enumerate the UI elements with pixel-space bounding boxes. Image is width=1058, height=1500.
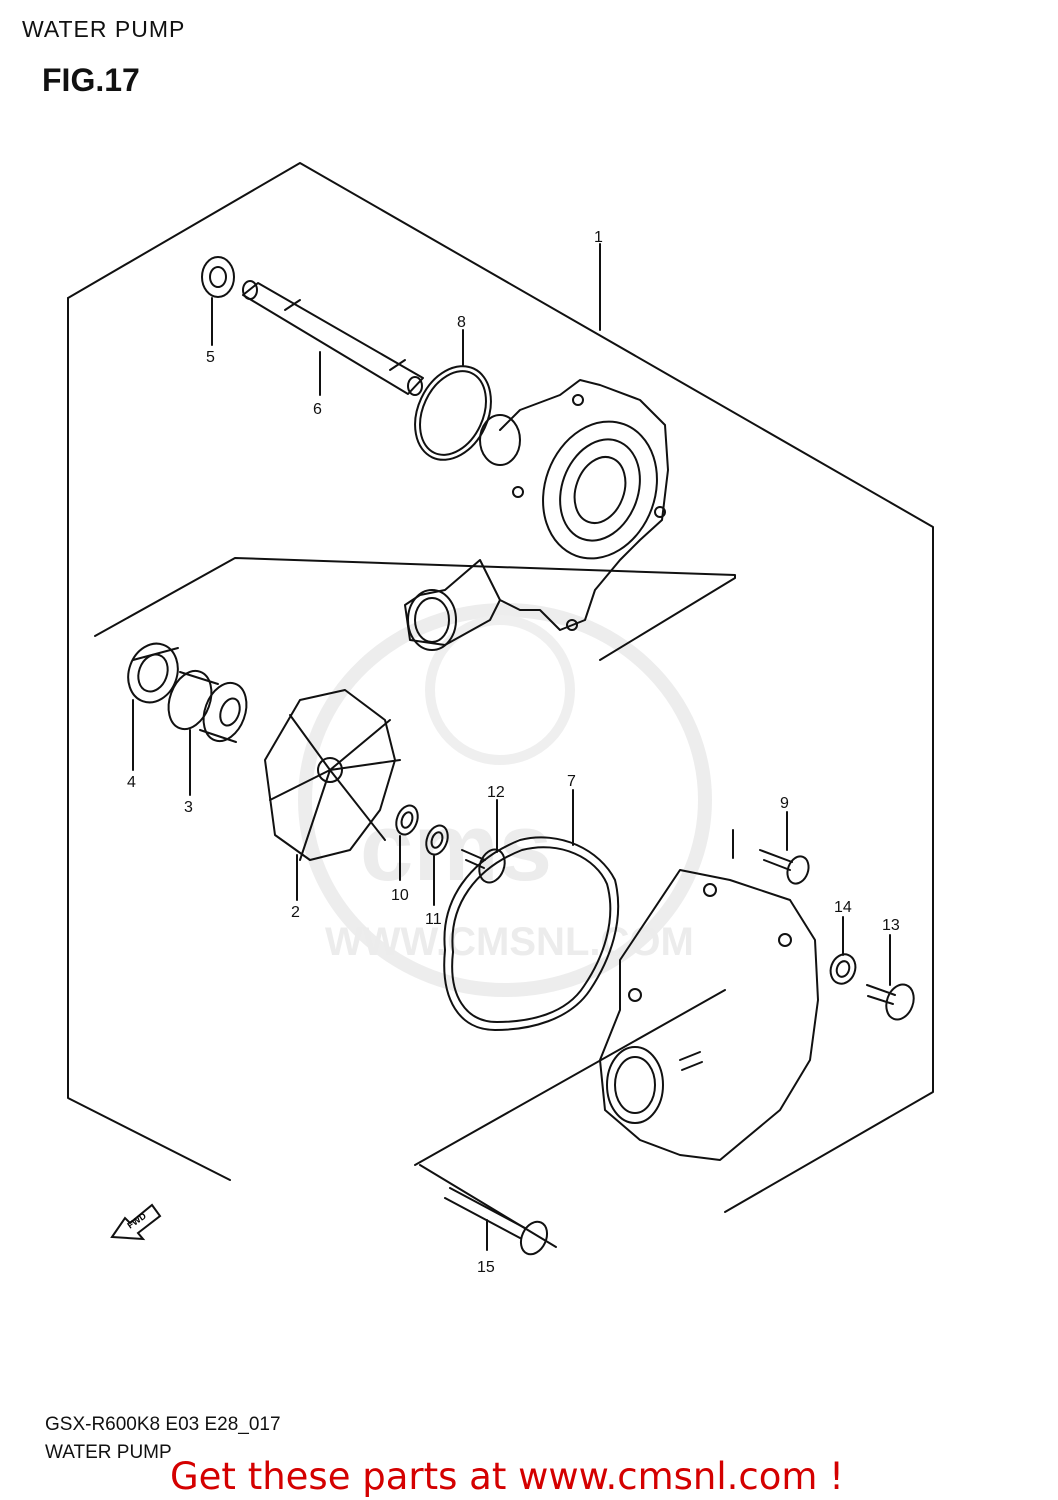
- frame-divider-upper: [94, 557, 736, 661]
- watermark-logo: cms WWW.CMSNL.COM: [298, 603, 712, 997]
- washer-14: [829, 953, 857, 985]
- o-ring-8: [414, 365, 492, 461]
- bolt-15: [444, 1187, 549, 1256]
- washer-10: [395, 804, 419, 836]
- watermark-logo-text: cms: [360, 794, 552, 901]
- callout-10: 10: [391, 887, 409, 904]
- frame-divider-lower: [414, 989, 726, 1166]
- shaft-6: [242, 280, 424, 396]
- callout-12: 12: [487, 784, 505, 801]
- callout-9: 9: [780, 795, 789, 812]
- assembly-frame: [67, 162, 934, 1213]
- callout-labels: 1 2 3 4 5 6 7 8 9 10 11 12 13 14 15: [127, 229, 900, 1276]
- callout-6: 6: [313, 401, 322, 418]
- screw-9: [759, 849, 810, 885]
- oil-seal-4: [127, 642, 179, 704]
- callout-4: 4: [127, 774, 136, 791]
- assembly-frame-left: [67, 297, 231, 1181]
- callout-15: 15: [477, 1259, 495, 1276]
- washer-5: [201, 256, 235, 298]
- callout-2: 2: [291, 904, 300, 921]
- model-code: GSX-R600K8 E03 E28_017: [45, 1414, 281, 1435]
- callout-1: 1: [594, 229, 603, 246]
- callout-7: 7: [567, 773, 576, 790]
- pump-cover: [599, 869, 819, 1161]
- callout-5: 5: [206, 349, 215, 366]
- callout-3: 3: [184, 799, 193, 816]
- fwd-arrow-icon: FWD: [110, 1203, 162, 1241]
- bolt-13: [866, 983, 915, 1021]
- parts-link[interactable]: Get these parts at www.cmsnl.com !: [170, 1455, 845, 1498]
- callout-11: 11: [425, 911, 442, 928]
- section-name: WATER PUMP: [45, 1442, 172, 1463]
- figure-number: FIG.17: [42, 62, 140, 98]
- gasket-7: [443, 836, 620, 1031]
- assembly-frame-bottom: [419, 1164, 557, 1248]
- callout-14: 14: [834, 899, 852, 916]
- pump-body-1: [404, 379, 669, 651]
- nut-11: [425, 824, 449, 856]
- mechanical-seal-3: [167, 669, 248, 743]
- callout-8: 8: [457, 314, 466, 331]
- page-header-title: WATER PUMP: [22, 16, 186, 42]
- impeller-2: [264, 689, 401, 861]
- watermark-url: WWW.CMSNL.COM: [325, 920, 694, 964]
- callout-13: 13: [882, 917, 900, 934]
